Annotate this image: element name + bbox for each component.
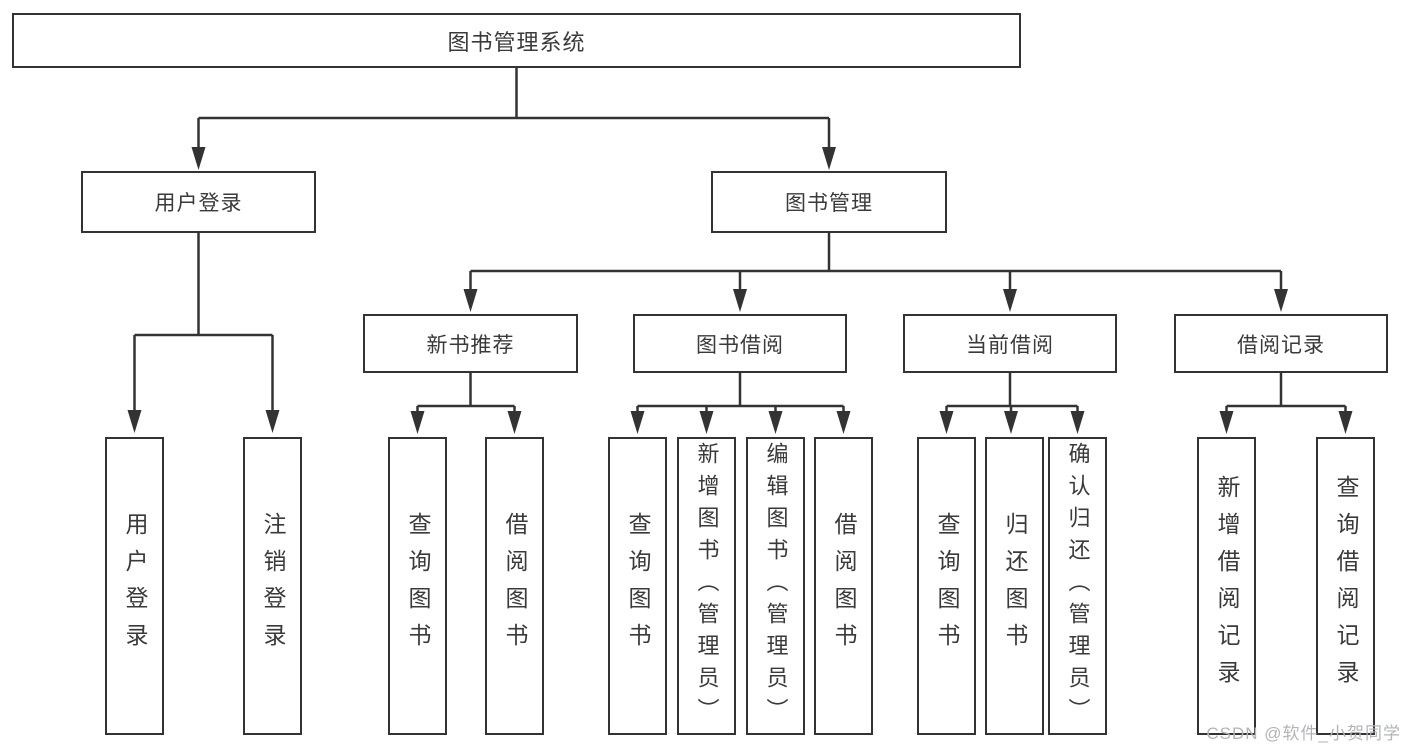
edge-borrowing-records-to-leaves xyxy=(1219,373,1353,434)
node-leaf-return-books-label: 归还图书 xyxy=(1002,512,1028,660)
node-leaf-query-books-recommend-label: 查询图书 xyxy=(405,512,431,660)
edge-book-management-to-level3 xyxy=(463,233,1288,312)
node-current-borrowing-label: 当前借阅 xyxy=(966,333,1054,357)
node-leaf-confirm-return-admin-label: 确认归还（管理员） xyxy=(1065,442,1091,730)
node-leaf-add-borrow-record-label: 新增借阅记录 xyxy=(1214,475,1240,697)
node-root: 图书管理系统 xyxy=(12,13,1021,68)
csdn-watermark: CSDN @软件_小贺同学 xyxy=(1206,724,1401,743)
node-leaf-borrow-books-borrowing: 借阅图书 xyxy=(814,437,873,735)
node-root-label: 图书管理系统 xyxy=(447,29,586,55)
node-leaf-query-books-borrowing: 查询图书 xyxy=(608,437,667,735)
node-leaf-query-books-current-label: 查询图书 xyxy=(934,512,960,660)
node-leaf-borrow-books-recommend: 借阅图书 xyxy=(485,437,544,735)
node-leaf-query-books-recommend: 查询图书 xyxy=(388,437,447,735)
node-user-login: 用户登录 xyxy=(81,171,316,233)
node-leaf-user-login-label: 用户登录 xyxy=(122,512,148,660)
node-leaf-query-borrow-record: 查询借阅记录 xyxy=(1316,437,1375,735)
node-leaf-edit-books-admin-label: 编辑图书（管理员） xyxy=(763,442,789,730)
node-borrowing-records: 借阅记录 xyxy=(1174,314,1388,373)
edge-new-book-recommend-to-leaves xyxy=(410,373,522,434)
node-leaf-return-books: 归还图书 xyxy=(985,437,1044,735)
node-borrowing-records-label: 借阅记录 xyxy=(1237,333,1325,357)
node-leaf-add-borrow-record: 新增借阅记录 xyxy=(1197,437,1256,735)
node-leaf-confirm-return-admin: 确认归还（管理员） xyxy=(1048,437,1107,735)
edge-user-login-to-leaves xyxy=(127,233,280,433)
node-new-book-recommend: 新书推荐 xyxy=(363,314,578,373)
node-book-management: 图书管理 xyxy=(711,171,947,233)
node-new-book-recommend-label: 新书推荐 xyxy=(426,333,515,357)
edge-current-borrowing-to-leaves xyxy=(939,373,1085,434)
node-leaf-add-books-admin: 新增图书（管理员） xyxy=(677,437,736,735)
edge-book-borrowing-to-leaves xyxy=(630,373,851,434)
node-leaf-query-borrow-record-label: 查询借阅记录 xyxy=(1333,475,1359,697)
node-leaf-borrow-books-recommend-label: 借阅图书 xyxy=(502,512,528,660)
node-book-borrowing-label: 图书借阅 xyxy=(696,333,784,357)
node-leaf-query-books-current: 查询图书 xyxy=(917,437,976,735)
node-leaf-query-books-borrowing-label: 查询图书 xyxy=(625,512,651,660)
node-leaf-user-login: 用户登录 xyxy=(105,437,164,735)
node-book-management-label: 图书管理 xyxy=(785,192,873,215)
edge-root-to-level2 xyxy=(191,68,836,170)
node-leaf-borrow-books-borrowing-label: 借阅图书 xyxy=(831,512,857,660)
node-leaf-edit-books-admin: 编辑图书（管理员） xyxy=(746,437,805,735)
node-book-borrowing: 图书借阅 xyxy=(633,314,847,373)
node-leaf-logout-label: 注销登录 xyxy=(260,512,286,660)
node-current-borrowing: 当前借阅 xyxy=(903,314,1117,373)
node-leaf-add-books-admin-label: 新增图书（管理员） xyxy=(694,442,720,730)
node-leaf-logout: 注销登录 xyxy=(243,437,302,735)
node-user-login-label: 用户登录 xyxy=(154,192,243,215)
